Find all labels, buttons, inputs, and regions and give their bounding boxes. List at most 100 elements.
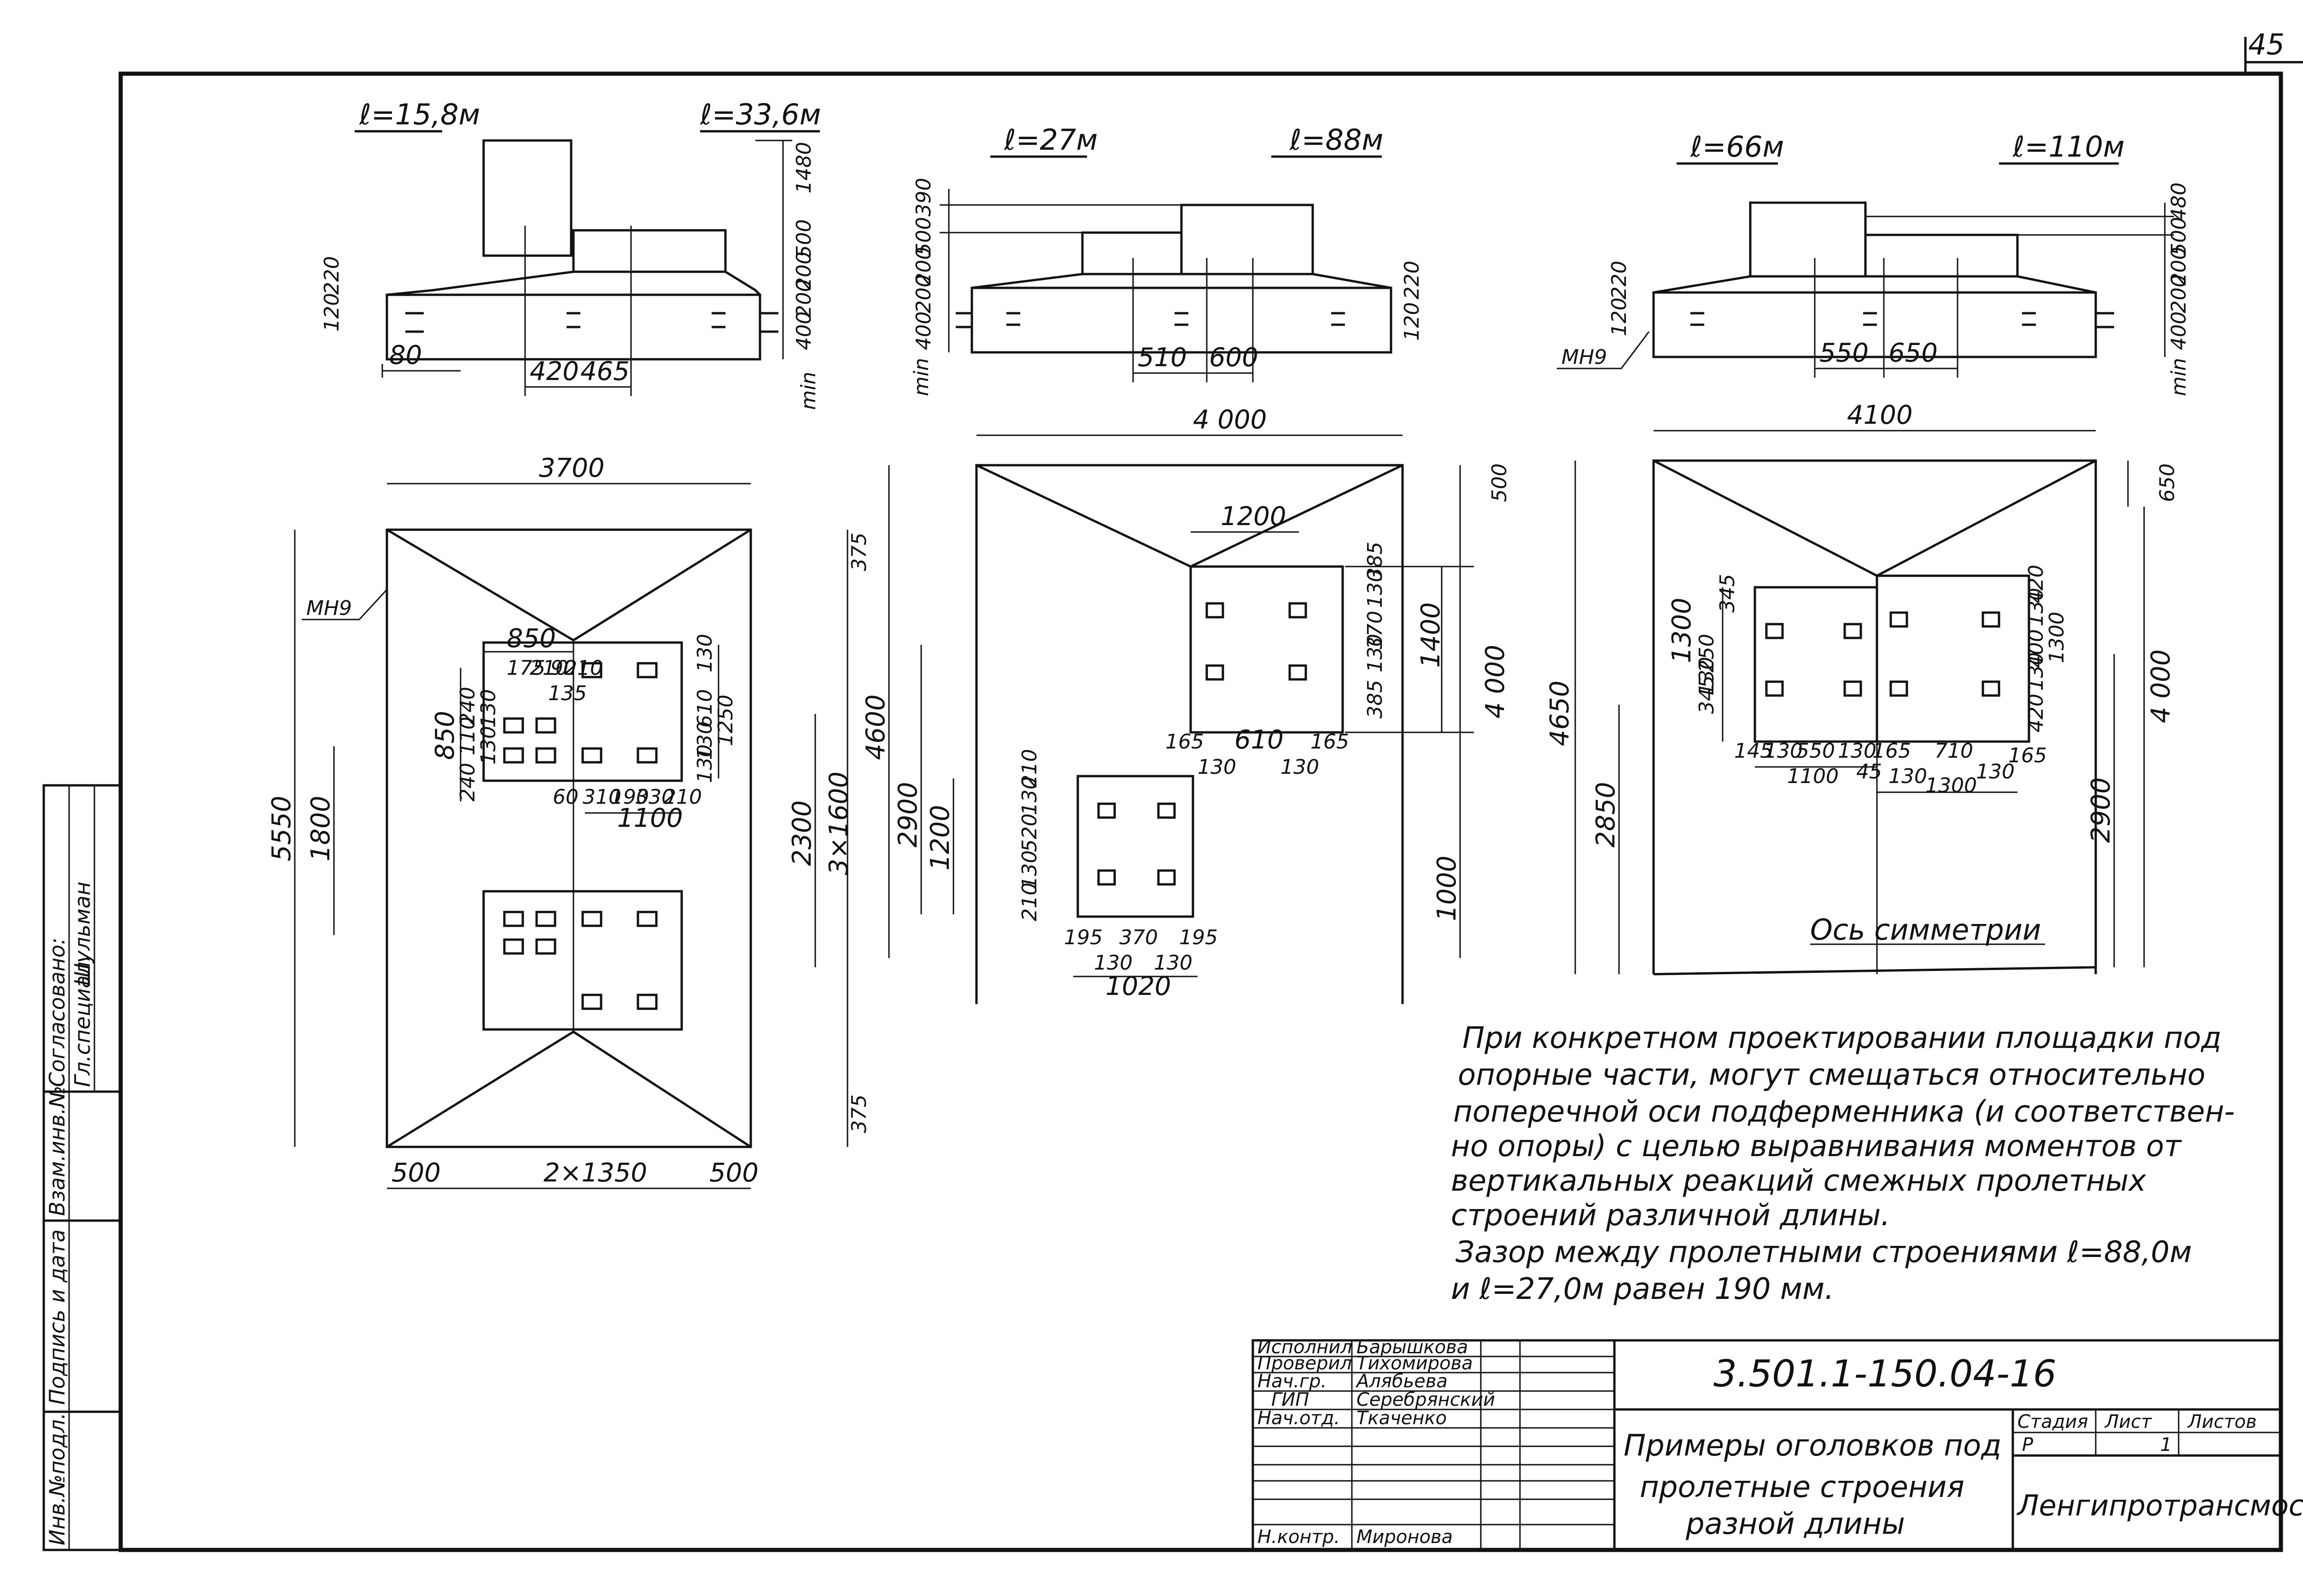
side-stamp-cell-1: Взам.инв.№ <box>45 1086 70 1216</box>
plan3-slope-top <box>1653 459 2097 577</box>
bearing-block-low <box>572 229 727 273</box>
note-line-6: строений различной длины. <box>1451 1198 1890 1233</box>
plan1-row-dim-2: 210 <box>530 656 568 680</box>
note-line-8: и ℓ=27,0м равен 190 мм. <box>1451 1272 1834 1306</box>
note-line-1: При конкретном проектировании площадки п… <box>1462 1021 2221 1055</box>
elevation-1-span-left: ℓ=15,8м <box>359 98 480 131</box>
elev3-right-dim-3: 200 <box>2167 247 2191 286</box>
elev1-min-label: min <box>797 372 820 410</box>
anchor-hole <box>637 662 658 678</box>
name-3: Алябьева <box>1355 1371 1448 1392</box>
plan2-lower-total: 1020 <box>1105 971 1171 1001</box>
plan3-inner-bottom-1: 145 <box>1734 739 1773 763</box>
anchor-hole <box>1843 680 1862 697</box>
sheets-label: Листов <box>2187 1411 2256 1432</box>
plan2-block-bottom2-1: 130 <box>1198 755 1236 779</box>
plan2-lower-left-3: 520 <box>1018 813 1041 852</box>
plan1-bottom-dim-3: 190 <box>610 785 649 809</box>
anchor-hole <box>1205 664 1224 681</box>
plan3-right-dim-3: 2900 <box>2086 777 2116 843</box>
plan2-block-top: 1200 <box>1221 502 1286 532</box>
anchor-hole <box>1288 664 1307 681</box>
plan3-inner-left-4: 345 <box>1716 574 1739 613</box>
plan1-bottom-dim-4: 330 <box>636 785 674 809</box>
plan1-left-dim-1: 5550 <box>267 795 297 861</box>
plan2-lower-bottom-1: 195 <box>1064 926 1103 949</box>
note-line-7: Зазор между пролетными строениями ℓ=88,0… <box>1455 1235 2192 1269</box>
anchor-hole <box>535 747 556 764</box>
elev3-bottom-dim-2: 650 <box>1888 338 1938 368</box>
plan1-slope-bottom <box>386 1030 752 1148</box>
name-2: Тихомирова <box>1356 1353 1473 1374</box>
sheet-label: Лист <box>2104 1411 2152 1432</box>
anchor-hole <box>1843 623 1862 639</box>
cap-slope <box>386 270 761 296</box>
side-stamp-role: Гл.специал. <box>70 955 95 1087</box>
plan2-block-right-5: 385 <box>1363 680 1387 719</box>
bearing-block-tall <box>1749 201 1867 278</box>
plan2-right-dim-1: 500 <box>1488 463 1511 502</box>
cap-slope <box>971 273 1391 289</box>
elev2-bottom-dim-2: 600 <box>1209 343 1258 373</box>
elevation-1-span-right: ℓ=33,6м <box>700 98 821 131</box>
note-block: При конкретном проектировании площадки п… <box>1451 1021 2235 1306</box>
plan3-inner-right-4: 130 <box>2024 652 2048 691</box>
elev2-left-dim-2: 200 <box>912 275 935 313</box>
plan1-inner-top: 850 <box>507 624 556 654</box>
anchor-hole <box>1288 602 1307 619</box>
cap-body <box>970 286 1392 354</box>
elev2-bottom-dim-1: 510 <box>1138 343 1187 373</box>
name-4: Серебрянский <box>1356 1389 1495 1410</box>
plan3-inner-right-1: 420 <box>2024 565 2048 603</box>
role-1: Исполнил <box>1257 1337 1352 1358</box>
note-line-4: но опоры) с целью выравнивания моментов … <box>1451 1129 2182 1163</box>
plan2-block-right-2: 130 <box>1363 569 1387 608</box>
cap-body <box>1652 291 2097 358</box>
elev2-left-dim-5: 390 <box>912 178 935 216</box>
bearing-block-low <box>1081 231 1183 275</box>
elev2-left-dim-3: 200 <box>912 247 935 286</box>
plan1-bottom-dim-5: 210 <box>663 785 702 809</box>
plan2-block-bottom-3: 165 <box>1310 730 1349 754</box>
plan1-bottom-dim-2: 310 <box>583 785 621 809</box>
plan3-right-dim-1: 650 <box>2156 463 2179 502</box>
elev1-top-dim-2: 220 <box>320 256 344 295</box>
elev3-right-dim-5: 480 <box>2167 182 2191 221</box>
elev3-right-dim-4: 500 <box>2167 217 2191 256</box>
plan2-outline <box>975 464 1404 1004</box>
side-stamp-frame <box>42 784 122 1551</box>
plan2-pad-upper <box>1189 565 1344 734</box>
elev3-right-dim-2: 200 <box>2167 275 2191 313</box>
plan3-axis-label: Ось симметрии <box>1810 913 2041 947</box>
anchor-hole <box>535 911 556 927</box>
plan2-slope-top <box>976 464 1403 568</box>
note-line-2: опорные части, могут смещаться относител… <box>1458 1058 2205 1092</box>
plan1-right-dim-4: 130 <box>693 744 717 783</box>
plan2-right-dim-3: 4 000 <box>1480 645 1510 719</box>
sheet-number: 45 <box>2248 28 2285 61</box>
plan3-right-dim-2: 4 000 <box>2146 649 2176 723</box>
plan1-col-dim-1: 240 <box>456 763 479 801</box>
role-6: Н.контр. <box>1257 1526 1340 1548</box>
plan1-pad-upper <box>482 641 683 782</box>
plan3-inner-right-3: 400 <box>2024 629 2048 668</box>
plan3-inner-bottom2-2: 45 <box>1856 760 1882 783</box>
plan2-block-right-3: 370 <box>1363 611 1387 649</box>
plan1-mark: МН9 <box>306 596 352 620</box>
plan1-bottom-outer-1: 500 <box>392 1158 441 1188</box>
plan1-outline <box>386 528 752 1148</box>
role-3: Нач.гр. <box>1257 1371 1327 1392</box>
elevation-1: ℓ=15,8м ℓ=33,6м 1480 500 200 200 400 min… <box>320 98 821 410</box>
anchor-hole <box>535 717 556 734</box>
plan1-col-dim-3: 240 <box>456 687 479 725</box>
anchor-hole <box>1097 869 1116 886</box>
plan3-inner-bottom-3: 550 <box>1796 739 1835 763</box>
plan1-right-dim-5: 1250 <box>714 695 737 746</box>
elev2-left-dim-1: 400 <box>912 311 935 350</box>
elev1-bottom-dim-1: 80 <box>389 340 422 370</box>
plan2-block-bottom-2: 610 <box>1234 725 1284 755</box>
stage-label: Стадия <box>2017 1411 2088 1432</box>
anchor-hole <box>1765 680 1784 697</box>
side-stamp-name: Шульман <box>70 882 95 986</box>
elev1-bottom-dim-3: 465 <box>580 357 630 386</box>
